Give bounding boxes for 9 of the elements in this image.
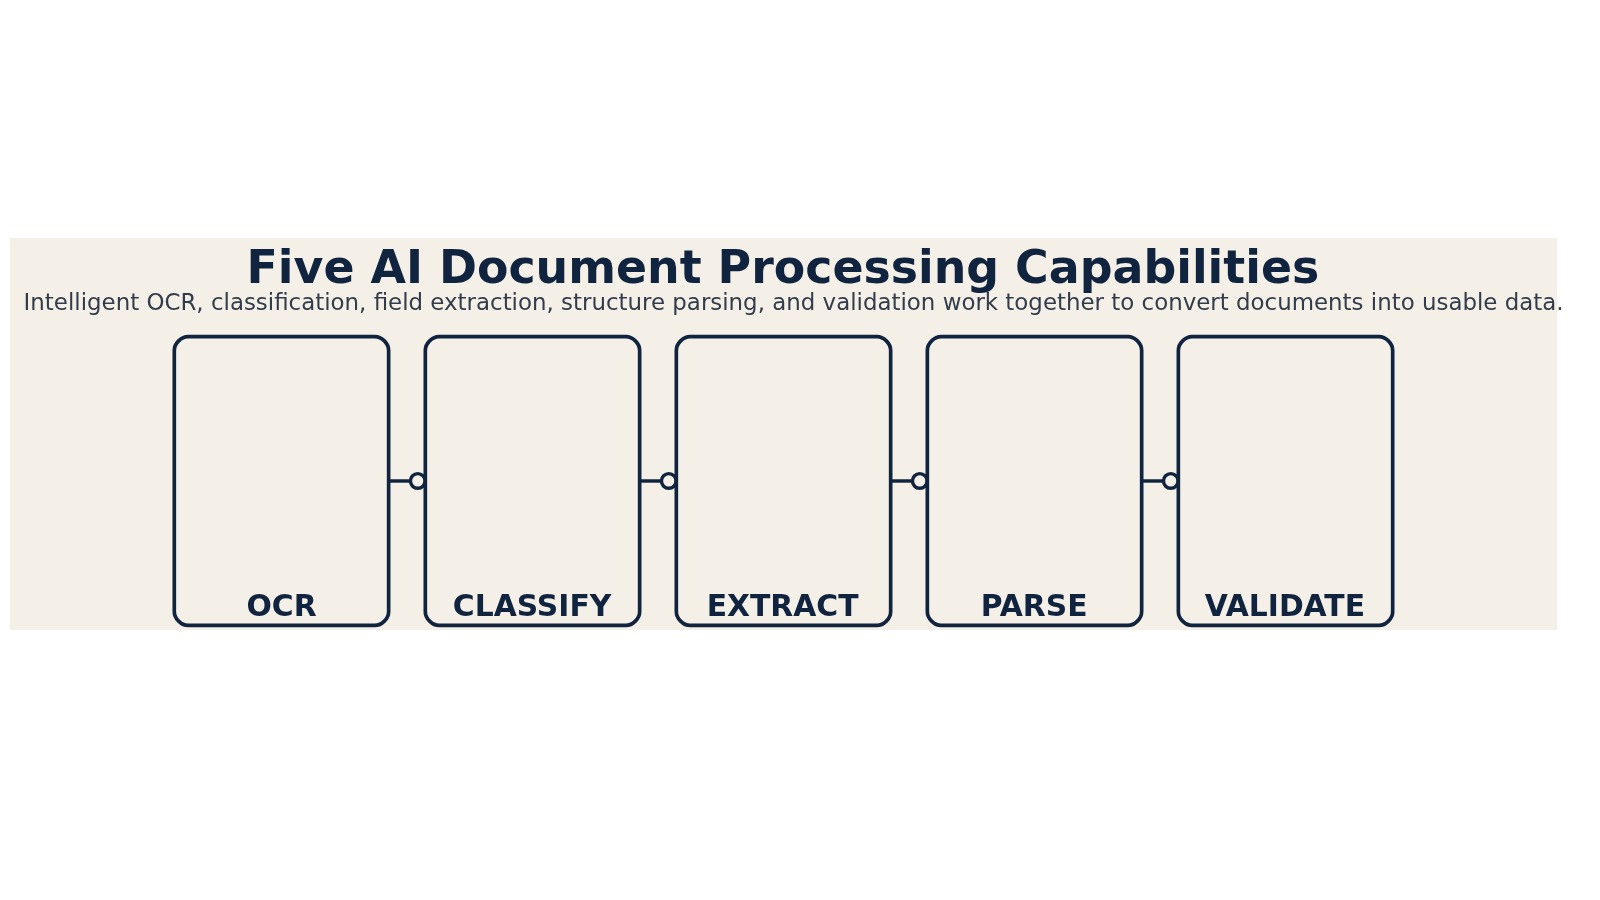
node-box: PARSE [925,334,1144,627]
node-box: VALIDATE [1176,334,1395,627]
connector [1141,471,1180,490]
node-box: EXTRACT [674,334,893,627]
node-box: OCR [172,334,391,627]
connector [639,471,678,490]
connector [388,471,427,490]
node-box: CLASSIFY [423,334,642,627]
connector [890,471,929,490]
